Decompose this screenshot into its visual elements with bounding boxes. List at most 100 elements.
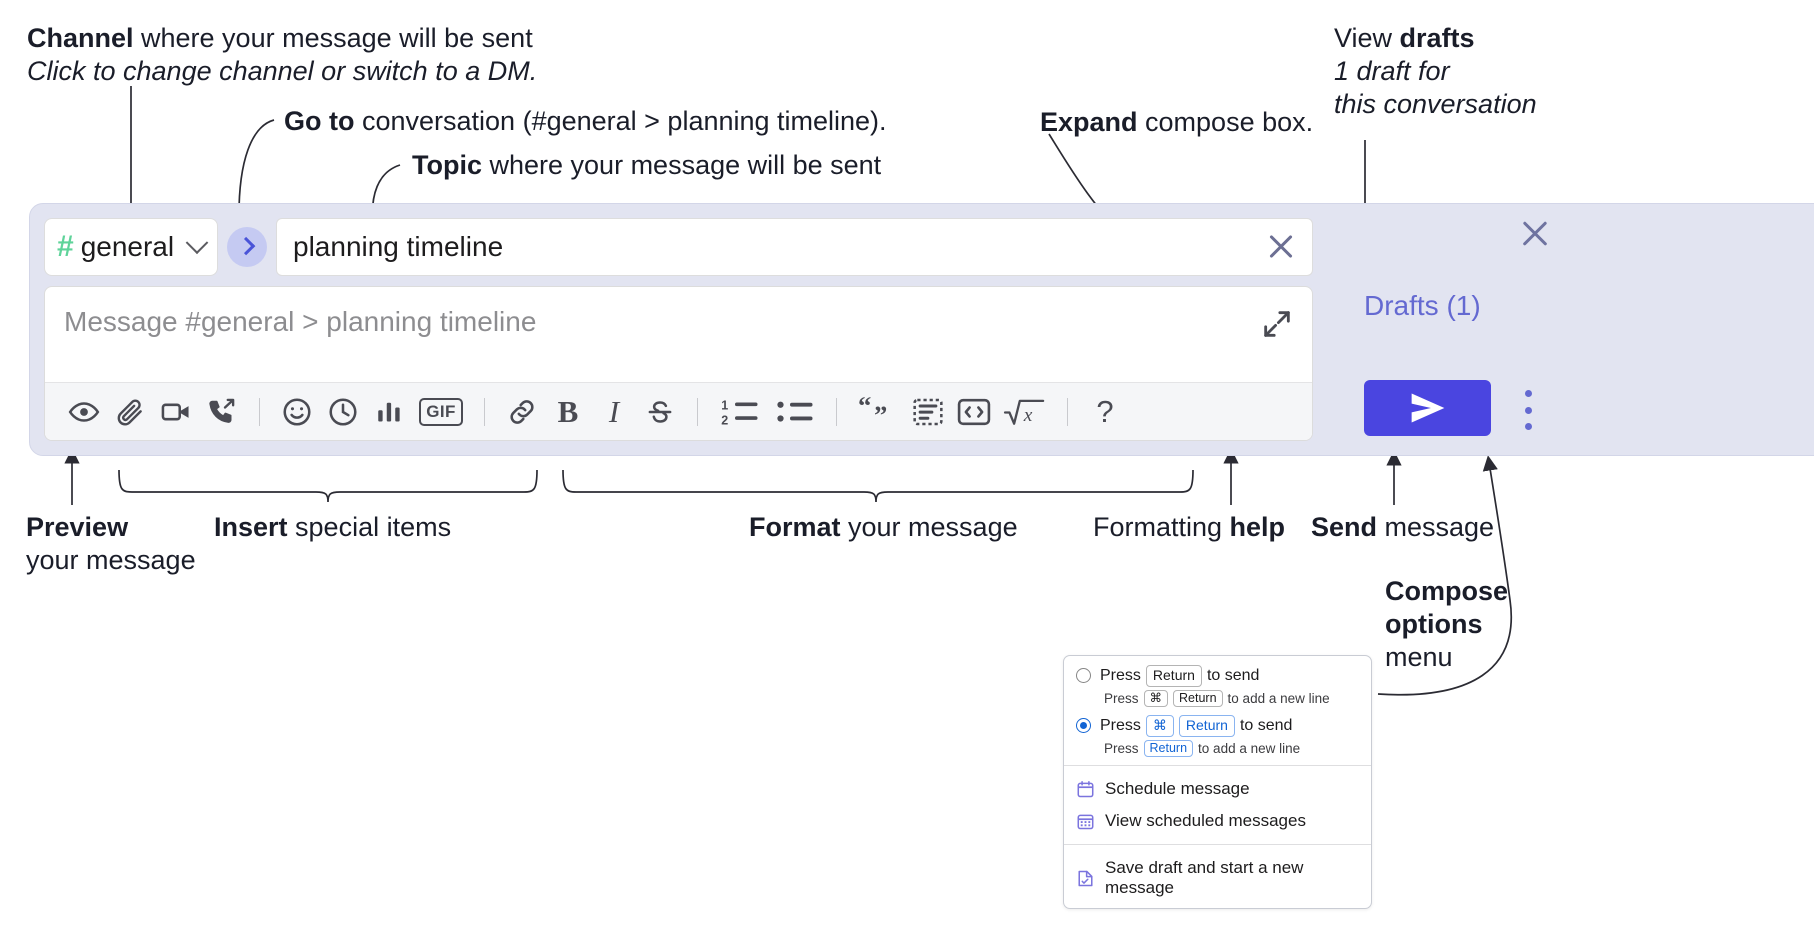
annotation-goto-rest: conversation (#general > planning timeli…: [354, 106, 887, 136]
toolbar-separator: [1067, 397, 1068, 426]
link-icon[interactable]: [499, 389, 545, 435]
annotation-channel-bold: Channel: [27, 23, 134, 53]
annotation-format: Format your message: [749, 511, 1018, 544]
annotation-preview: Preview your message: [26, 511, 196, 577]
svg-text:“: “: [858, 396, 871, 421]
compose-panel: # general planning timeline Message #gen…: [29, 203, 1814, 456]
compose-options-popup: Press Return to send Press ⌘ Return to a…: [1063, 655, 1372, 910]
audio-call-icon[interactable]: [199, 389, 245, 435]
preview-icon[interactable]: [61, 389, 107, 435]
poll-icon[interactable]: [366, 389, 412, 435]
formatting-toolbar: GIF B I: [45, 382, 1312, 440]
bold-icon[interactable]: B: [545, 389, 591, 435]
math-icon[interactable]: x: [997, 389, 1053, 435]
key-command: ⌘: [1143, 689, 1169, 708]
sub-pre: Press: [1104, 690, 1139, 706]
radio-selected[interactable]: [1076, 718, 1091, 734]
annotation-expand-bold: Expand: [1040, 107, 1138, 137]
annotation-compose-options-l3: menu: [1385, 641, 1453, 672]
emoji-icon[interactable]: [274, 389, 320, 435]
compose-options-menu-button[interactable]: [1514, 390, 1542, 430]
menu-item-label: Save draft and start a new message: [1105, 858, 1304, 898]
attachment-icon[interactable]: [107, 389, 153, 435]
option-pre: Press: [1100, 716, 1141, 734]
goto-conversation-button[interactable]: [227, 227, 267, 267]
annotation-preview-bold: Preview: [26, 512, 129, 542]
close-icon[interactable]: [1264, 230, 1298, 264]
annotation-drafts-sub2: this conversation: [1334, 88, 1537, 119]
blockquote-icon[interactable]: “ ”: [851, 389, 905, 435]
option-press-cmd-return-subtext: Press Return to add a new line: [1064, 739, 1371, 758]
svg-text:”: ”: [874, 400, 887, 428]
compose-header-row: # general planning timeline: [44, 218, 1313, 276]
code-block-icon[interactable]: [905, 389, 951, 435]
option-press-return[interactable]: Press Return to send: [1064, 665, 1371, 687]
toolbar-separator: [484, 397, 485, 426]
bold-label: B: [557, 393, 579, 429]
gif-icon[interactable]: GIF: [412, 389, 470, 435]
option-press-cmd-return-text: Press ⌘ Return to send: [1100, 715, 1292, 737]
menu-item-save-draft[interactable]: Save draft and start a new message: [1064, 852, 1371, 908]
menu-item-label: Schedule message: [1105, 779, 1250, 799]
inline-code-icon[interactable]: [951, 389, 997, 435]
annotation-goto: Go to conversation (#general > planning …: [284, 105, 887, 138]
help-label: ?: [1096, 393, 1114, 429]
divider: [1064, 844, 1371, 846]
annotation-insert-rest: special items: [287, 512, 452, 542]
strikethrough-icon[interactable]: [637, 389, 683, 435]
annotation-channel-sub: Click to change channel or switch to a D…: [27, 55, 538, 86]
option-post: to send: [1239, 716, 1293, 734]
option-post: to send: [1206, 666, 1260, 684]
close-icon[interactable]: [1517, 216, 1553, 252]
annotation-insert: Insert special items: [214, 511, 451, 544]
send-button[interactable]: [1364, 380, 1491, 436]
menu-item-label: View scheduled messages: [1105, 811, 1306, 831]
menu-item-schedule-message[interactable]: Schedule message: [1064, 773, 1371, 805]
svg-text:1: 1: [721, 398, 728, 412]
annotation-send: Send message: [1311, 511, 1494, 544]
annotation-compose-options-l2: options: [1385, 608, 1483, 639]
ordered-list-icon[interactable]: 1 2: [712, 389, 768, 435]
chevron-down-icon: [185, 231, 209, 255]
annotation-channel-rest: where your message will be sent: [133, 23, 533, 53]
channel-name-label: general: [80, 231, 175, 262]
dot: [1524, 423, 1532, 430]
svg-text:x: x: [1023, 405, 1033, 426]
toolbar-separator: [259, 397, 260, 426]
annotation-topic-bold: Topic: [412, 150, 482, 180]
annotation-compose-options: Compose options menu: [1385, 575, 1508, 674]
annotation-help-bold: help: [1229, 512, 1286, 542]
clock-icon[interactable]: [320, 389, 366, 435]
topic-input-wrapper[interactable]: planning timeline: [276, 218, 1313, 276]
key-return: Return: [1178, 715, 1235, 737]
key-return: Return: [1145, 665, 1202, 687]
annotation-drafts-pre: View: [1334, 23, 1400, 53]
expand-icon[interactable]: [1260, 307, 1294, 341]
annotation-drafts: View drafts 1 draft for this conversatio…: [1334, 22, 1537, 121]
annotation-preview-sub: your message: [26, 544, 196, 575]
italic-icon[interactable]: I: [591, 389, 637, 435]
radio-unselected[interactable]: [1076, 668, 1091, 684]
message-box: Message #general > planning timeline: [44, 286, 1313, 441]
annotation-expand-rest: compose box.: [1137, 107, 1314, 137]
annotation-drafts-bold: drafts: [1399, 23, 1475, 53]
video-icon[interactable]: [153, 389, 199, 435]
sub-pre: Press: [1104, 740, 1139, 756]
key-return: Return: [1143, 739, 1194, 758]
option-press-cmd-return[interactable]: Press ⌘ Return to send: [1064, 715, 1371, 737]
menu-item-view-scheduled[interactable]: View scheduled messages: [1064, 805, 1371, 837]
message-input-area[interactable]: Message #general > planning timeline: [45, 287, 1312, 382]
option-pre: Press: [1100, 666, 1141, 684]
topic-input[interactable]: planning timeline: [293, 231, 504, 262]
help-icon[interactable]: ?: [1082, 389, 1128, 435]
compose-left-column: # general planning timeline Message #gen…: [30, 204, 1313, 455]
annotation-compose-options-l1: Compose: [1385, 576, 1509, 606]
option-press-return-subtext: Press ⌘ Return to add a new line: [1064, 689, 1371, 708]
channel-selector[interactable]: # general: [44, 218, 218, 276]
bulleted-list-icon[interactable]: [768, 389, 822, 435]
drafts-link[interactable]: Drafts (1): [1364, 290, 1481, 321]
italic-label: I: [608, 393, 620, 429]
dot: [1524, 390, 1532, 397]
